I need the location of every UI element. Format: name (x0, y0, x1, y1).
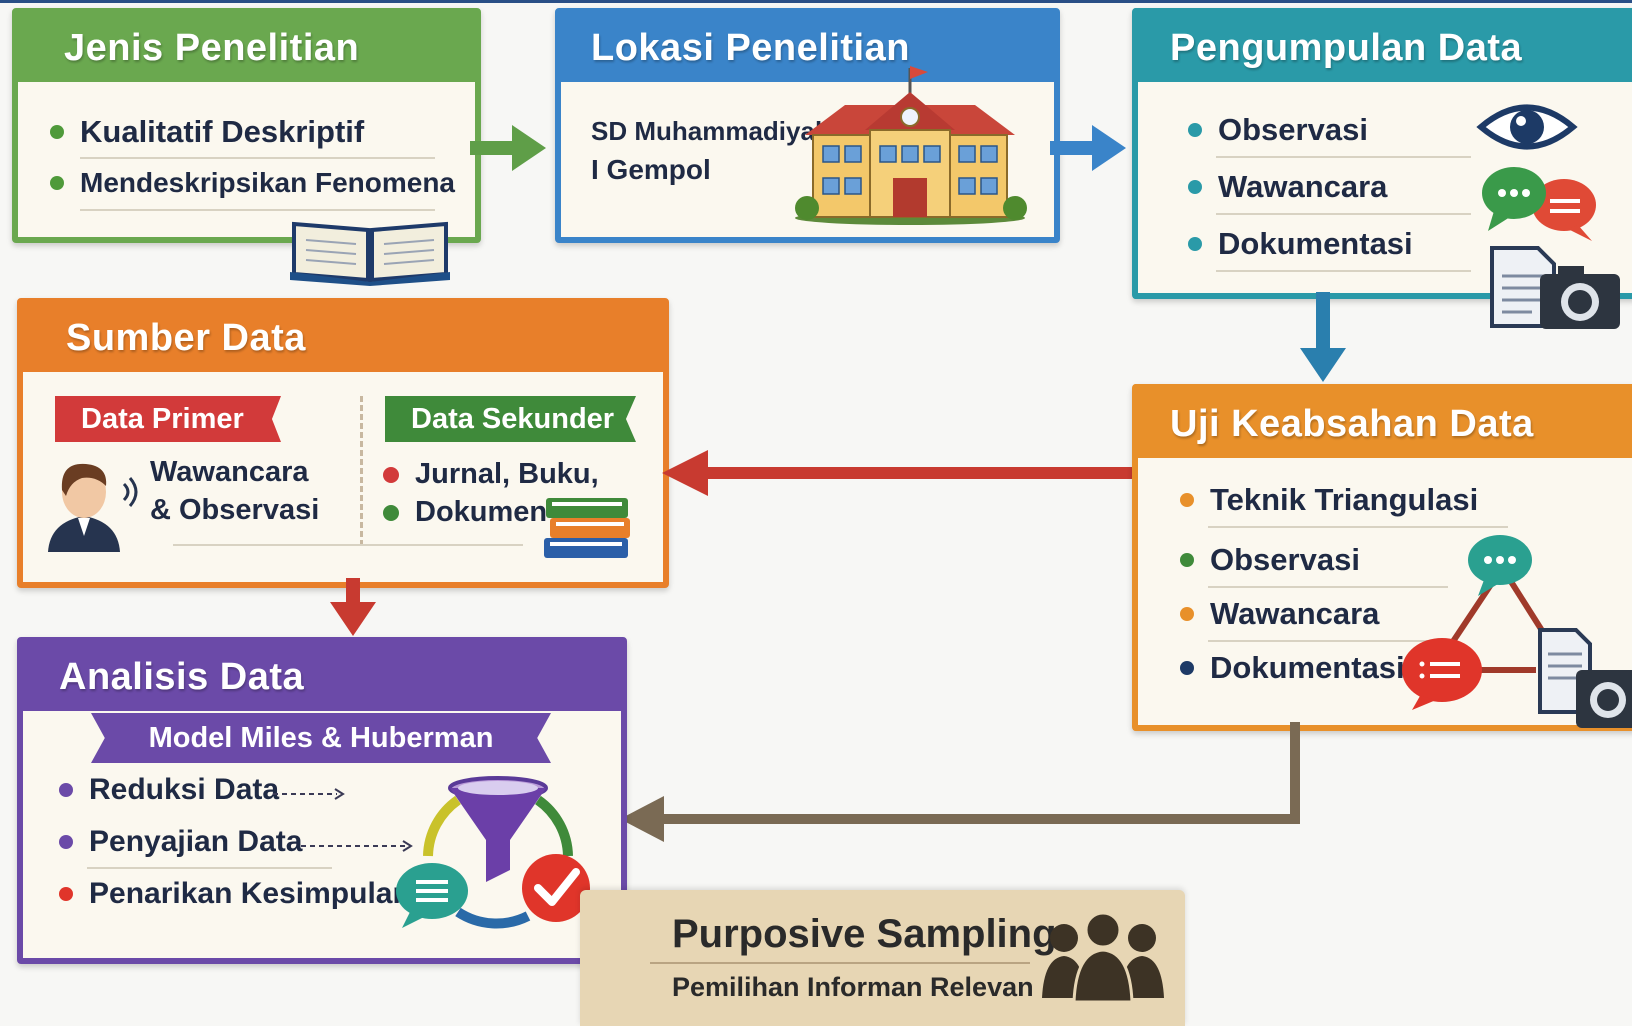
bullet-dot (1180, 553, 1194, 567)
pengumpulan-data-title: Pengumpulan Data (1170, 26, 1523, 69)
bullet-dot (50, 176, 64, 190)
model-label: Model Miles & Huberman (148, 721, 494, 754)
bullet-dot (1180, 661, 1194, 675)
analisis-item-3: Penarikan Kesimpulan (59, 877, 411, 911)
purposive-divider (650, 962, 1030, 964)
people-group-icon (1042, 911, 1164, 1004)
jenis-penelitian-title: Jenis Penelitian (64, 26, 360, 69)
sumber-data-header: Sumber Data (23, 304, 663, 372)
arrow-uji-to-sumber (662, 450, 1137, 496)
model-banner: Model Miles & Huberman (91, 713, 551, 763)
funnel-cycle-icon (396, 776, 590, 929)
uji-keabsahan-title: Uji Keabsahan Data (1170, 402, 1534, 445)
person-speaking-icon (48, 463, 138, 552)
bullet-dot (59, 887, 73, 901)
sekunder-item-2: Dokumen (383, 496, 547, 529)
pengumpulan-item-3: Dokumentasi (1188, 226, 1413, 262)
arrow-jenis-to-lokasi (470, 125, 546, 171)
bullet-dot (1180, 607, 1194, 621)
pengumpulan-data-header: Pengumpulan Data (1138, 14, 1632, 82)
purposive-subtitle: Pemilihan Informan Relevan (672, 972, 1034, 1002)
dashed-arrow-reduksi (273, 788, 345, 800)
book-icon (290, 221, 450, 286)
lokasi-line-1: SD Muhammadiyah (591, 116, 831, 146)
bullet-dot (1188, 123, 1202, 137)
data-sekunder-tag: Data Sekunder (385, 396, 636, 442)
bullet-dot (383, 504, 399, 521)
uji-keabsahan-box: Uji Keabsahan Data Teknik Triangulasi Ob… (1132, 384, 1632, 731)
uji-item-1: Observasi (1180, 542, 1360, 578)
chat-bubbles-icon (1482, 167, 1596, 241)
pengumpulan-item-1: Observasi (1188, 112, 1368, 148)
sekunder-item-1: Jurnal, Buku, (383, 458, 599, 491)
purposive-title: Purposive Sampling (672, 912, 1057, 956)
lokasi-penelitian-title: Lokasi Penelitian (591, 26, 910, 69)
top-border-line (0, 0, 1632, 3)
bullet-dot (1180, 493, 1194, 507)
lokasi-line-2: I Gempol (591, 154, 711, 185)
bullet-dot (59, 835, 73, 849)
analisis-item-2: Penyajian Data (59, 825, 302, 859)
pengumpulan-data-box: Pengumpulan Data Observasi Wawancara Dok… (1132, 8, 1632, 299)
arrow-lokasi-to-pengumpulan (1050, 125, 1126, 171)
books-stack-icon (544, 498, 630, 558)
eye-icon (1476, 104, 1578, 150)
data-primer-tag: Data Primer (55, 396, 281, 442)
jenis-penelitian-header: Jenis Penelitian (18, 14, 475, 82)
purposive-sampling-banner: Purposive Sampling Pemilihan Informan Re… (580, 890, 1185, 1026)
analisis-data-header: Analisis Data (23, 643, 621, 711)
arrow-sumber-to-analisis (330, 578, 376, 636)
dashed-arrow-penyajian (301, 840, 413, 852)
bullet-dot (59, 783, 73, 797)
arrow-pengumpulan-to-uji (1300, 292, 1346, 382)
primer-line-1: Wawancara (150, 456, 309, 488)
document-camera-icon (1490, 246, 1620, 329)
bullet-dot (383, 466, 399, 483)
pengumpulan-item-2: Wawancara (1188, 169, 1387, 205)
sumber-divider (360, 396, 363, 546)
jenis-item-2: Mendeskripsikan Fenomena (50, 167, 455, 199)
primer-line-2: & Observasi (150, 494, 320, 526)
uji-subtitle: Teknik Triangulasi (1180, 482, 1478, 518)
lokasi-penelitian-header: Lokasi Penelitian (561, 14, 1054, 82)
uji-item-2: Wawancara (1180, 596, 1379, 632)
school-building-icon (795, 66, 1027, 225)
bullet-dot (50, 125, 64, 139)
jenis-item-1: Kualitatif Deskriptif (50, 114, 364, 150)
bullet-dot (1188, 237, 1202, 251)
sumber-data-title: Sumber Data (66, 316, 306, 359)
triangulation-icon (1402, 535, 1632, 728)
arrow-uji-to-analisis (620, 722, 1300, 842)
jenis-penelitian-box: Jenis Penelitian Kualitatif Deskriptif M… (12, 8, 481, 243)
uji-keabsahan-header: Uji Keabsahan Data (1138, 390, 1632, 458)
bullet-dot (1188, 180, 1202, 194)
analisis-item-1: Reduksi Data (59, 773, 279, 807)
analisis-data-title: Analisis Data (59, 655, 305, 698)
uji-item-3: Dokumentasi (1180, 650, 1405, 686)
